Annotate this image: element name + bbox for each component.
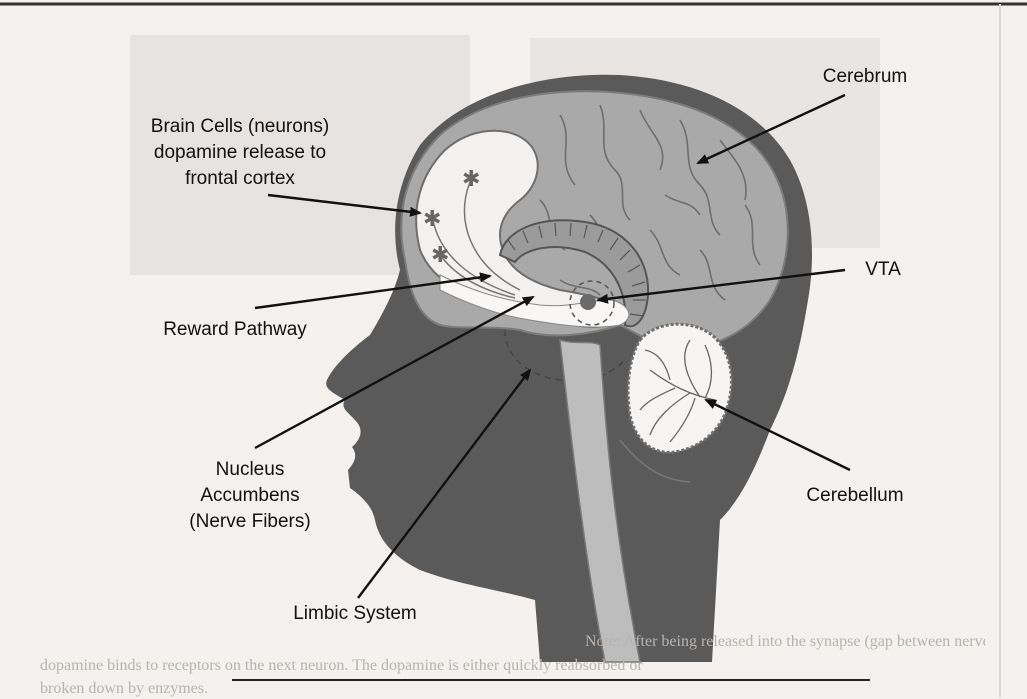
label-limbic-system: Limbic System — [265, 601, 445, 627]
label-reward-pathway: Reward Pathway — [130, 317, 340, 343]
label-nucleus-accumbens: Nucleus Accumbens (Nerve Fibers) — [160, 457, 340, 535]
label-cerebellum: Cerebellum — [780, 483, 930, 509]
bleed-text-line-2: dopamine binds to receptors on the next … — [40, 656, 985, 676]
bleed-text-line-1: Note: After being released into the syna… — [585, 632, 985, 652]
label-cerebrum: Cerebrum — [800, 64, 930, 90]
bleed-text-line-3: broken down by enzymes. — [40, 679, 240, 699]
label-vta: VTA — [848, 257, 918, 283]
label-brain-cells: Brain Cells (neurons) dopamine release t… — [120, 114, 360, 192]
svg-text:✱: ✱ — [462, 167, 480, 192]
svg-text:✱: ✱ — [431, 243, 449, 268]
svg-text:✱: ✱ — [423, 207, 441, 232]
vta-dot — [580, 294, 596, 310]
